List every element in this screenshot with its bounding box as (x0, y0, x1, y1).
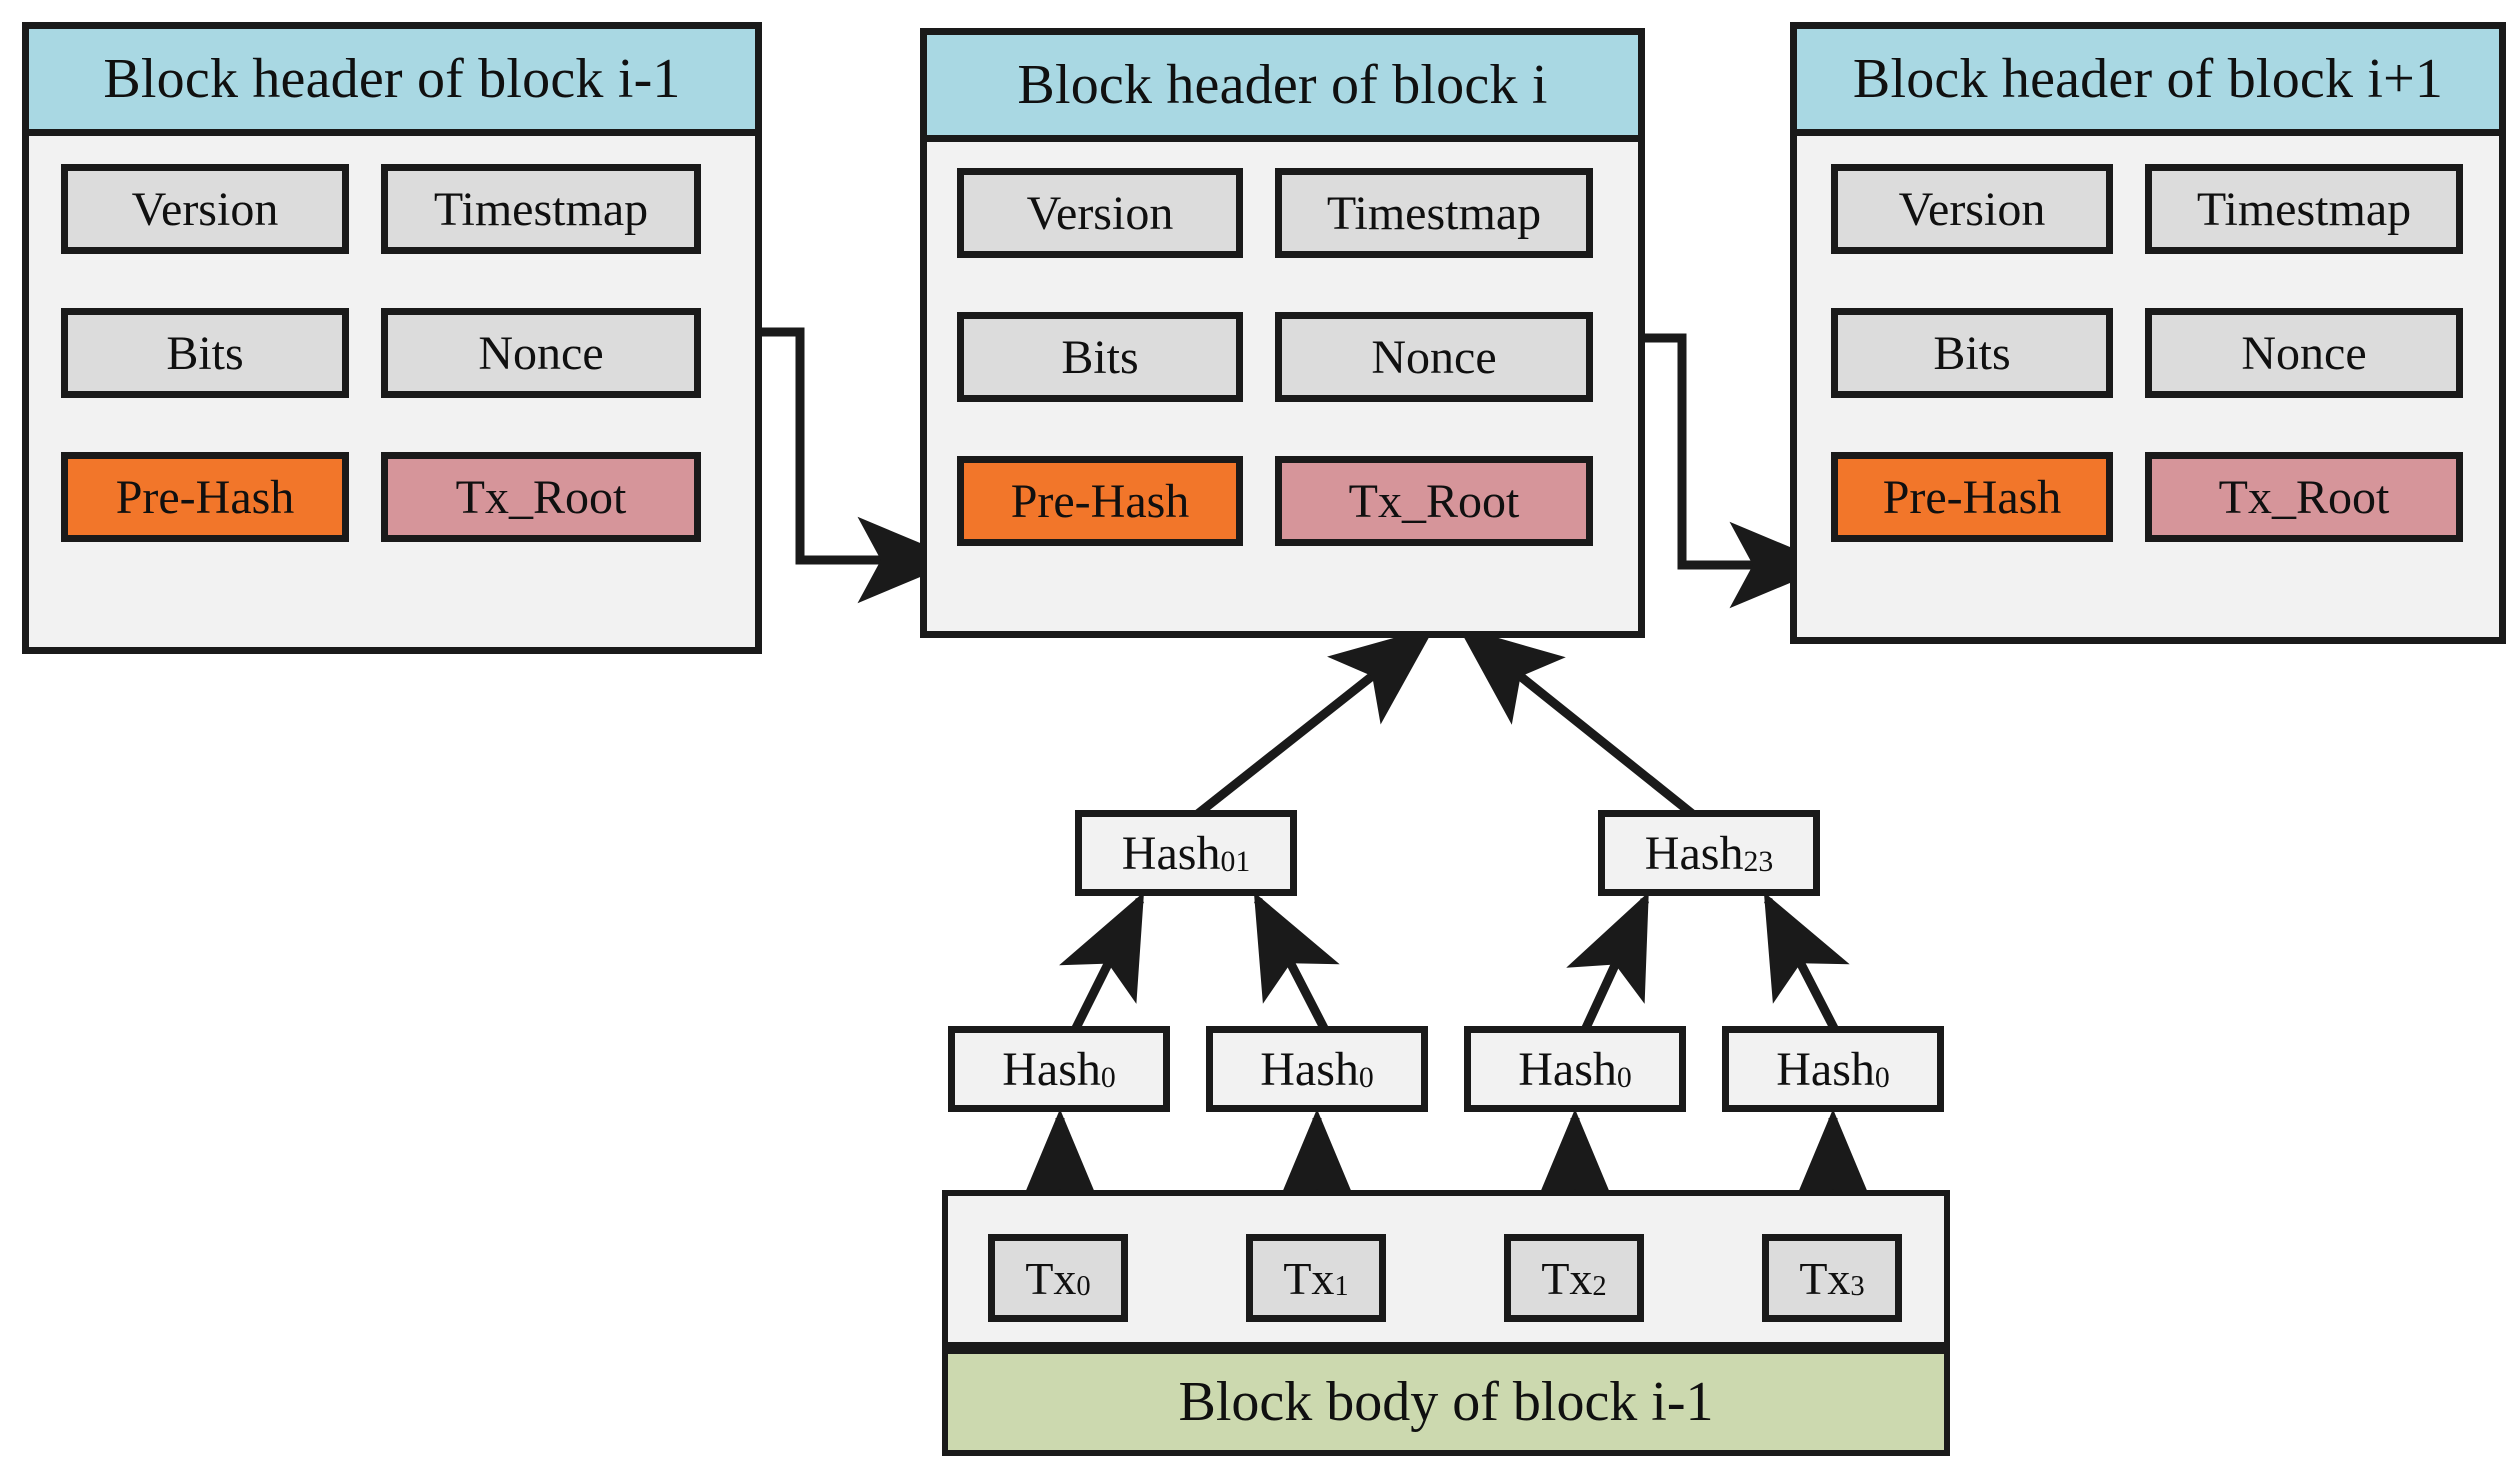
field-pre-hash-current[interactable]: Pre-Hash (957, 456, 1243, 546)
transaction-tx-1-base: Tx (1283, 1252, 1335, 1304)
link-leaf1-to-hash01 (1253, 891, 1340, 1033)
field-bits-next[interactable]: Bits (1831, 308, 2113, 398)
block-header-card-prev[interactable]: Block header of block i-1 Version Timest… (22, 22, 762, 654)
block-title-prev: Block header of block i-1 (29, 29, 755, 136)
transaction-tx-3-base: Tx (1799, 1252, 1851, 1304)
block-title-next: Block header of block i+1 (1797, 29, 2499, 136)
block-fields-next: Version Timestmap Bits Nonce Pre-Hash Tx… (1797, 136, 2499, 637)
field-tx-root-prev[interactable]: Tx_Root (381, 452, 701, 542)
field-tx-root-current[interactable]: Tx_Root (1275, 456, 1593, 546)
field-bits-current[interactable]: Bits (957, 312, 1243, 402)
merkle-leaf-hash-1-base: Hash (1260, 1042, 1359, 1096)
link-leaf3-to-hash23 (1763, 891, 1850, 1033)
field-version-current[interactable]: Version (957, 168, 1243, 258)
merkle-node-hash23-base: Hash (1644, 826, 1744, 880)
block-header-card-next[interactable]: Block header of block i+1 Version Timest… (1790, 22, 2506, 644)
link-leaf2-to-hash23 (1566, 891, 1650, 1032)
merkle-leaf-hash-2-base: Hash (1518, 1042, 1617, 1096)
block-title-current: Block header of block i (927, 35, 1638, 142)
field-pre-hash-next[interactable]: Pre-Hash (1831, 452, 2113, 542)
merkle-node-hash01-base: Hash (1121, 826, 1221, 880)
field-nonce-next[interactable]: Nonce (2145, 308, 2463, 398)
merkle-leaf-hash-3-base: Hash (1776, 1042, 1875, 1096)
block-body-label: Block body of block i-1 (942, 1348, 1950, 1456)
field-timestmap-next[interactable]: Timestmap (2145, 164, 2463, 254)
transaction-tx-0-base: Tx (1025, 1252, 1077, 1304)
block-fields-prev: Version Timestmap Bits Nonce Pre-Hash Tx… (29, 136, 755, 647)
field-version-prev[interactable]: Version (61, 164, 349, 254)
field-tx-root-next[interactable]: Tx_Root (2145, 452, 2463, 542)
block-header-card-current[interactable]: Block header of block i Version Timestma… (920, 28, 1645, 638)
field-nonce-prev[interactable]: Nonce (381, 308, 701, 398)
link-hash01-to-txroot (1187, 626, 1436, 824)
field-timestmap-current[interactable]: Timestmap (1275, 168, 1593, 258)
field-nonce-current[interactable]: Nonce (1275, 312, 1593, 402)
field-pre-hash-prev[interactable]: Pre-Hash (61, 452, 349, 542)
link-hash23-to-txroot (1457, 626, 1703, 824)
field-timestmap-prev[interactable]: Timestmap (381, 164, 701, 254)
block-fields-current: Version Timestmap Bits Nonce Pre-Hash Tx… (927, 142, 1638, 631)
field-version-next[interactable]: Version (1831, 164, 2113, 254)
field-bits-prev[interactable]: Bits (61, 308, 349, 398)
merkle-leaf-hash-0-base: Hash (1002, 1042, 1101, 1096)
link-leaf0-to-hash01 (1059, 891, 1145, 1033)
transaction-tx-2-base: Tx (1541, 1252, 1593, 1304)
